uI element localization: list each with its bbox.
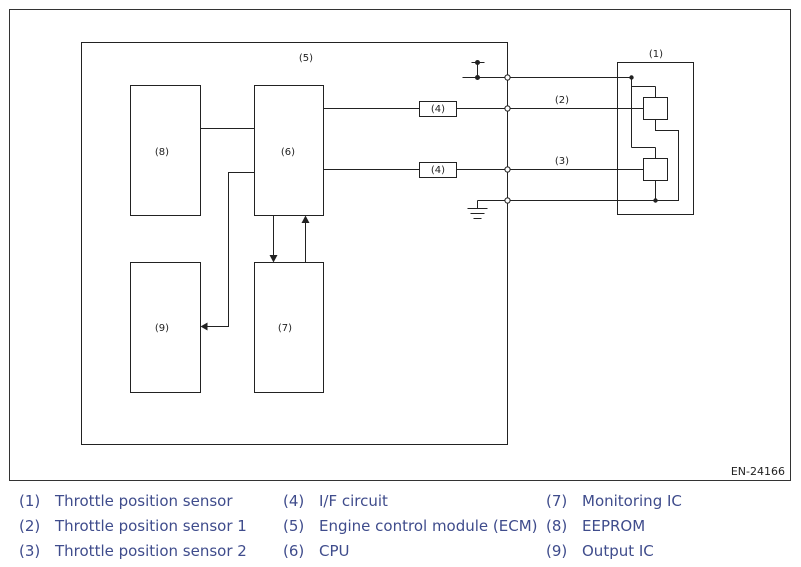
legend-item-2: (2) Throttle position sensor 1: [19, 517, 247, 535]
tps2-element: [643, 158, 668, 181]
tps1-element: [643, 97, 668, 120]
legend-item-4: (4) I/F circuit: [283, 492, 388, 510]
terminal-signal1: [504, 105, 511, 112]
legend-item-3: (3) Throttle position sensor 2: [19, 542, 247, 560]
label-ecm: (5): [299, 53, 313, 64]
label-monitoring-ic: (7): [278, 323, 292, 334]
legend-text: Throttle position sensor: [55, 492, 233, 510]
tps-box: [617, 62, 694, 215]
legend-num: (3): [19, 542, 41, 560]
power-junction: [475, 75, 480, 80]
legend-item-8: (8) EEPROM: [546, 517, 645, 535]
legend-num: (2): [19, 517, 41, 535]
figure-id: EN-24166: [731, 465, 785, 478]
label-if-circuit-2: (4): [431, 165, 445, 176]
legend-text: Output IC: [582, 542, 654, 560]
legend: (1) Throttle position sensor (2) Throttle …: [0, 486, 801, 567]
terminal-signal2: [504, 166, 511, 173]
legend-text: Throttle position sensor 1: [55, 517, 247, 535]
legend-num: (5): [283, 517, 305, 535]
outer-frame: [9, 9, 791, 481]
legend-item-1: (1) Throttle position sensor: [19, 492, 233, 510]
legend-num: (1): [19, 492, 41, 510]
terminal-ground: [504, 197, 511, 204]
cpu-box: [254, 85, 324, 216]
tps-ground-node: [653, 198, 658, 203]
cpu-output-wire: [206, 172, 255, 327]
power-supply-dot: [475, 60, 480, 65]
legend-text: EEPROM: [582, 517, 646, 535]
legend-text: CPU: [319, 542, 350, 560]
monitoring-ic-box: [254, 262, 324, 393]
terminal-power: [504, 74, 511, 81]
label-tps2: (3): [555, 156, 569, 167]
arrow-to-monitoring-ic: [269, 255, 278, 263]
output-ic-box: [130, 262, 201, 393]
tps1-ground-return: [655, 119, 679, 201]
legend-text: I/F circuit: [319, 492, 388, 510]
legend-num: (6): [283, 542, 305, 560]
legend-item-7: (7) Monitoring IC: [546, 492, 682, 510]
legend-num: (7): [546, 492, 568, 510]
ecm-box: [81, 42, 508, 445]
label-tps: (1): [649, 49, 663, 60]
wiring-diagram: (5) (8) (6) (9) (7) (4) (4) (2) (3) (1) …: [9, 9, 791, 481]
legend-item-9: (9) Output IC: [546, 542, 654, 560]
eeprom-box: [130, 85, 201, 216]
label-output-ic: (9): [155, 323, 169, 334]
tps-power-node: [629, 75, 634, 80]
arrow-to-output-ic: [200, 322, 208, 331]
legend-num: (8): [546, 517, 568, 535]
legend-text: Engine control module (ECM): [319, 517, 538, 535]
legend-num: (4): [283, 492, 305, 510]
legend-num: (9): [546, 542, 568, 560]
label-tps1: (2): [555, 95, 569, 106]
legend-text: Throttle position sensor 2: [55, 542, 247, 560]
legend-item-5: (5) Engine control module (ECM): [283, 517, 538, 535]
legend-item-6: (6) CPU: [283, 542, 350, 560]
arrow-to-cpu: [301, 215, 310, 223]
label-cpu: (6): [281, 147, 295, 158]
label-eeprom: (8): [155, 147, 169, 158]
diagram-frame: (5) (8) (6) (9) (7) (4) (4) (2) (3) (1) …: [9, 9, 791, 481]
label-if-circuit-1: (4): [431, 104, 445, 115]
legend-text: Monitoring IC: [582, 492, 682, 510]
